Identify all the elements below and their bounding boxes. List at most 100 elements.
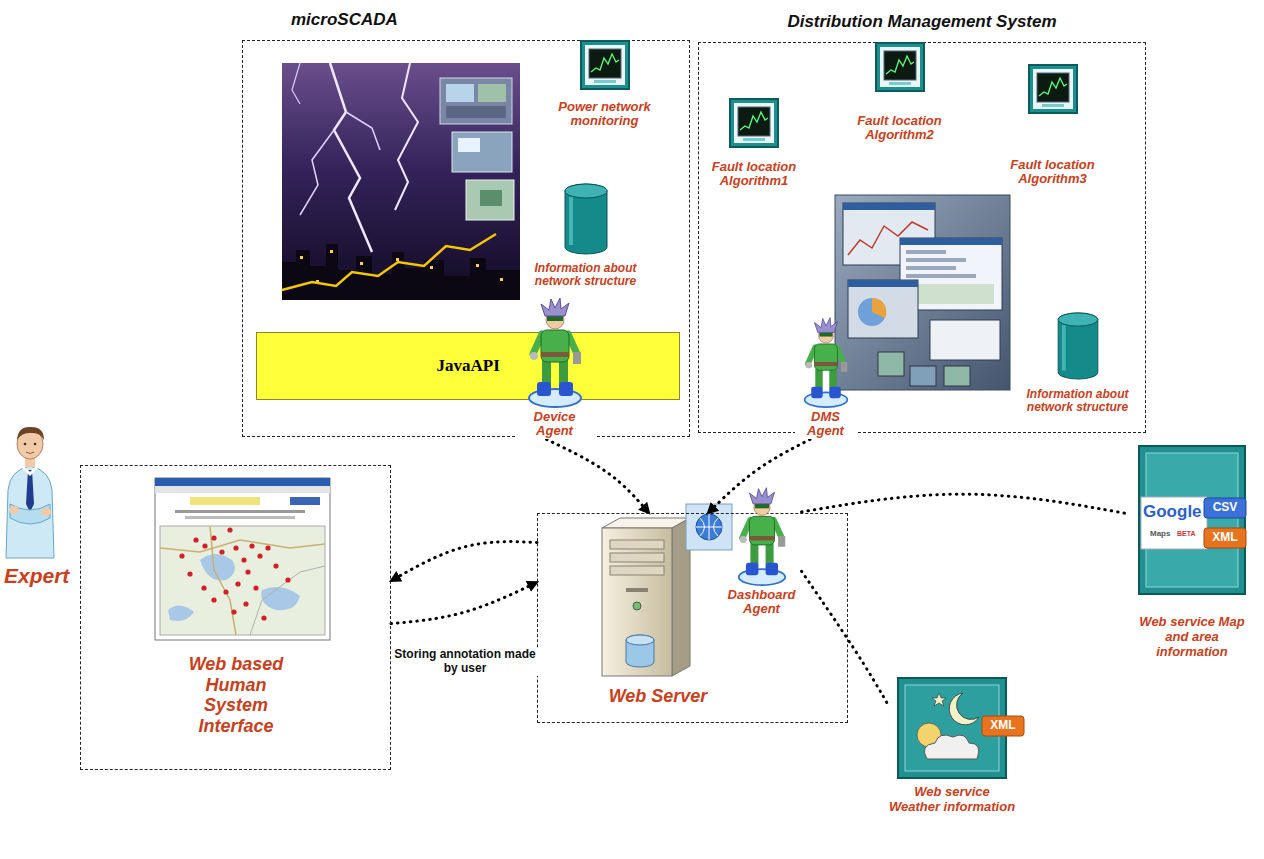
illustration-part xyxy=(292,63,300,104)
illustration-part xyxy=(446,106,506,118)
icon-label: XML xyxy=(1204,531,1246,545)
server-illustration xyxy=(602,504,732,676)
weather-node: Web service Weather information xyxy=(888,677,1016,815)
illustration-part xyxy=(886,56,914,74)
illustration-part xyxy=(848,280,918,287)
illustration-part xyxy=(1139,446,1245,594)
illustration-part xyxy=(1061,325,1065,370)
illustration-part xyxy=(290,497,320,505)
illustration-part xyxy=(626,635,654,667)
node-label: Fault location Algorithm1 xyxy=(702,160,807,190)
illustration-part xyxy=(696,514,722,540)
dotted-connector xyxy=(391,542,537,581)
illustration-part xyxy=(1204,528,1246,548)
illustration-part xyxy=(265,545,270,550)
illustration-part xyxy=(734,103,774,143)
illustration-part xyxy=(187,571,192,576)
node-label: Fault location Algorithm3 xyxy=(998,158,1108,188)
icon-label: Maps xyxy=(1150,529,1170,538)
illustration-part xyxy=(765,562,778,575)
illustration-part xyxy=(743,138,765,141)
illustration-part xyxy=(835,195,1010,390)
illustration-part xyxy=(24,443,27,446)
illustration-part xyxy=(529,389,581,407)
group-box: Web ServerDashboard Agent xyxy=(537,513,848,723)
illustration-part xyxy=(17,427,44,440)
illustration-part xyxy=(440,78,512,124)
illustration-part xyxy=(346,112,380,150)
illustration-part xyxy=(876,43,924,91)
illustration-part xyxy=(250,566,325,635)
illustration-part xyxy=(193,537,198,542)
illustration-part xyxy=(396,258,399,261)
illustration-part xyxy=(1204,498,1246,518)
illustration-part xyxy=(1033,69,1073,109)
illustration-part xyxy=(1141,497,1207,549)
teal-icon xyxy=(1028,64,1078,114)
illustration-part xyxy=(730,99,778,147)
agent-icon xyxy=(800,316,852,408)
teal-node: Power network monitoring xyxy=(550,40,660,130)
agent-icon xyxy=(527,296,583,408)
illustration-part xyxy=(982,716,1024,736)
illustration-part xyxy=(201,585,206,590)
illustration-part xyxy=(811,386,823,398)
illustration-part xyxy=(175,510,305,513)
illustration-part xyxy=(446,84,474,102)
teal-icon xyxy=(875,42,925,92)
illustration-part xyxy=(602,528,672,676)
db-icon xyxy=(1056,312,1100,380)
group-heading: Distribution Management System xyxy=(787,12,1056,32)
illustration-part xyxy=(1037,73,1069,102)
illustration-part xyxy=(814,343,837,369)
illustration-part xyxy=(452,132,512,172)
illustration-part xyxy=(749,536,774,540)
illustration-part xyxy=(814,362,837,366)
agent-icon xyxy=(736,486,788,586)
illustration-part xyxy=(906,250,946,254)
illustration-part xyxy=(594,80,616,83)
node-label: Device Agent xyxy=(515,410,595,440)
illustration-part xyxy=(559,382,573,396)
illustration-part xyxy=(778,536,785,547)
illustration-part xyxy=(565,184,607,198)
dotted-connector xyxy=(802,571,889,704)
illustration-part xyxy=(740,112,768,130)
illustration-part xyxy=(541,352,569,357)
person-icon xyxy=(4,420,56,558)
illustration-part xyxy=(1029,65,1077,113)
illustration-part xyxy=(829,368,836,388)
illustration-part xyxy=(738,569,784,585)
illustration-part xyxy=(589,49,621,78)
illustration-part xyxy=(300,256,303,259)
illustration-part xyxy=(932,693,946,706)
icon-label: BETA xyxy=(1177,530,1196,538)
illustration-part xyxy=(581,41,629,89)
illustration-part xyxy=(10,504,50,524)
illustration-part xyxy=(745,562,758,575)
illustration-part xyxy=(257,553,262,558)
illustration-part xyxy=(235,581,240,586)
teal-node: Fault location Algorithm2 xyxy=(845,42,955,144)
illustration-part xyxy=(626,635,654,645)
illustration-part xyxy=(840,362,847,372)
illustration-part xyxy=(1058,312,1098,325)
illustration-part xyxy=(190,497,260,505)
illustration-part xyxy=(211,597,216,602)
lightning-photo xyxy=(282,63,520,300)
illustration-part xyxy=(179,553,184,558)
illustration-part xyxy=(910,366,936,386)
illustration-part xyxy=(949,693,979,725)
illustration-part xyxy=(330,63,372,252)
group-heading: microSCADA xyxy=(291,10,398,30)
illustration-part xyxy=(241,557,246,562)
illustration-part xyxy=(884,51,916,80)
illustration-part xyxy=(243,601,248,606)
illustration-part xyxy=(160,526,325,635)
illustration-part xyxy=(530,352,538,360)
illustration-part xyxy=(739,536,746,543)
group-box: Web based Human System Interface xyxy=(80,465,391,770)
